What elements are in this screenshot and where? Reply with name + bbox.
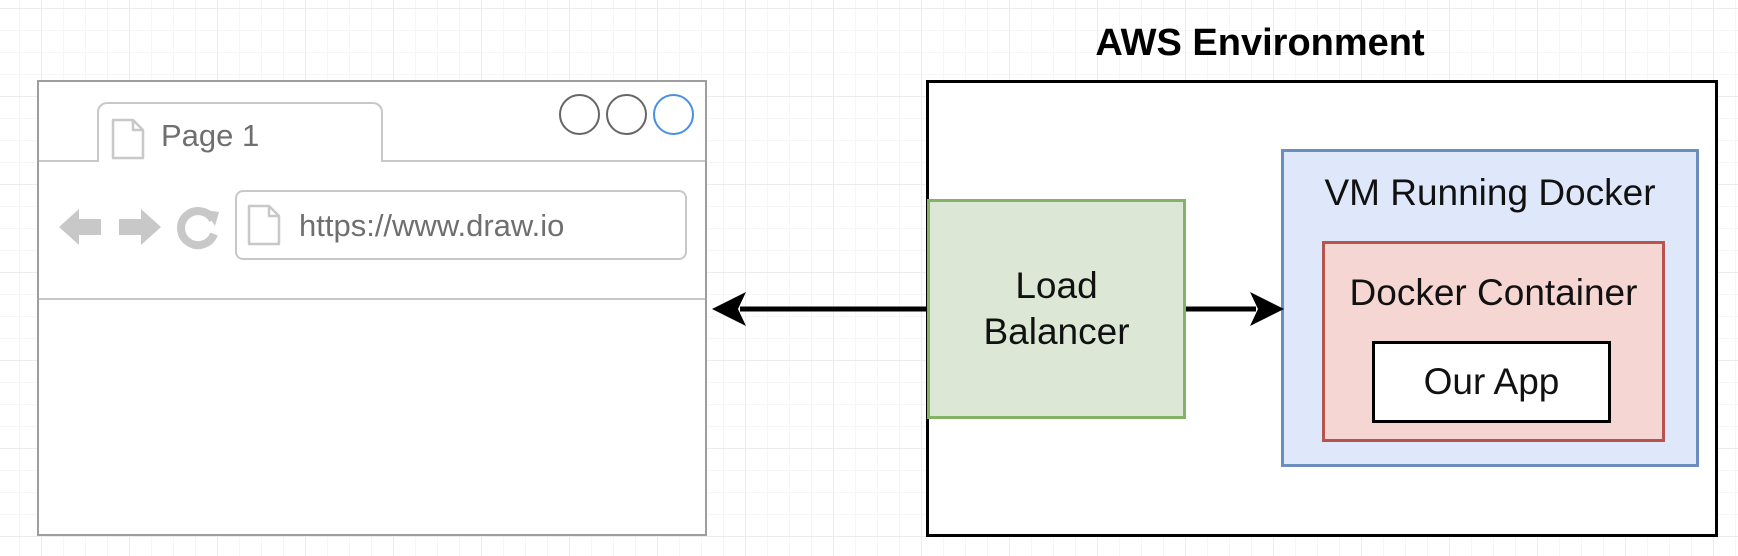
browser-tab[interactable]: Page 1: [97, 102, 383, 162]
page-icon: [247, 204, 281, 246]
tab-title: Page 1: [161, 118, 260, 153]
load-balancer-node[interactable]: Load Balancer: [927, 199, 1186, 419]
window-control-circle[interactable]: [606, 94, 647, 135]
aws-environment-title: AWS Environment: [1095, 22, 1425, 64]
url-text: https://www.draw.io: [299, 208, 565, 243]
url-bar[interactable]: https://www.draw.io: [235, 190, 687, 260]
reload-icon[interactable]: [175, 204, 221, 250]
window-control-circle[interactable]: [559, 94, 600, 135]
toolbar-divider: [39, 298, 705, 300]
docker-container-label: Docker Container: [1349, 272, 1638, 313]
docker-container-node[interactable]: Docker Container Our App: [1322, 241, 1665, 442]
arrow-right-icon[interactable]: [117, 204, 163, 250]
vm-node[interactable]: VM Running Docker Docker Container Our A…: [1281, 149, 1699, 467]
load-balancer-label: Load Balancer: [983, 265, 1130, 352]
arrow-left-icon[interactable]: [57, 204, 103, 250]
browser-window: Page 1 https://www.draw.io: [37, 80, 707, 536]
window-control-circle-active[interactable]: [653, 94, 694, 135]
our-app-label: Our App: [1423, 361, 1560, 402]
our-app-node[interactable]: Our App: [1372, 341, 1611, 423]
vm-label: VM Running Docker: [1324, 172, 1656, 213]
edge-load-balancer-to-browser: [712, 292, 927, 326]
page-icon: [111, 118, 145, 160]
